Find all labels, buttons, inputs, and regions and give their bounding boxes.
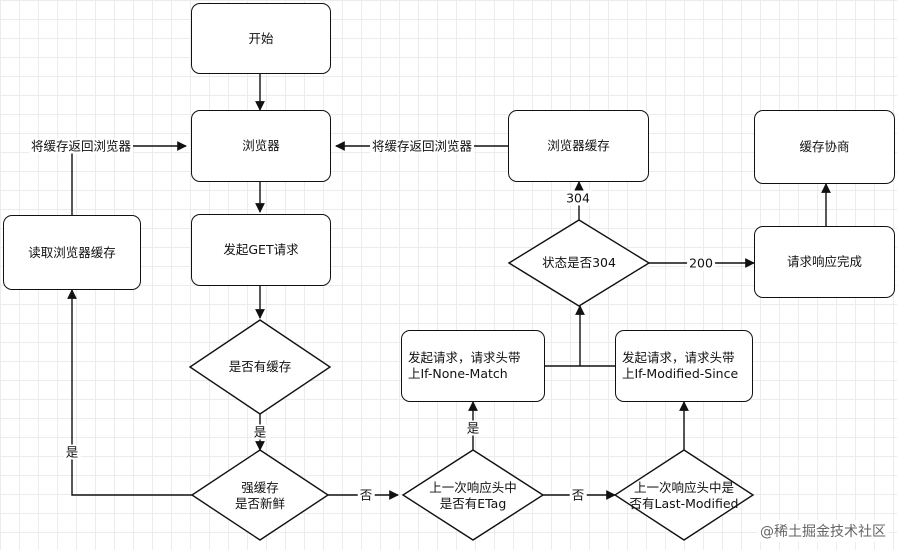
watermark: @稀土掘金技术社区 [757, 520, 889, 542]
diamond-status-304 [507, 219, 651, 307]
node-start: 开始 [191, 3, 331, 74]
edge-label-304: 304 [564, 190, 592, 206]
diamond-has-etag-text: 上一次响应头中 是否有ETag [429, 480, 517, 511]
node-send-get: 发起GET请求 [191, 214, 331, 286]
diamond-has-last-modified-text: 上一次响应头中是 否有Last-Modified [629, 480, 739, 511]
diamond-strong-cache-fresh [190, 449, 330, 541]
node-browser-text: 浏览器 [242, 138, 280, 153]
edge-label-200: 200 [687, 255, 715, 271]
node-read-browser-cache-text: 读取浏览器缓存 [28, 244, 116, 260]
edge-read-browser [71, 141, 187, 215]
edge-label-no-fresh: 否 [357, 487, 375, 503]
node-send-get-text: 发起GET请求 [223, 242, 299, 257]
node-cache-negotiation-text: 缓存协商 [799, 139, 850, 154]
edge-label-no-etag: 否 [569, 487, 587, 503]
diamond-status-304-text: 状态是否304 [542, 255, 616, 270]
diamond-has-etag [401, 449, 545, 541]
node-browser: 浏览器 [191, 110, 331, 182]
edge-label-yes-has-cache: 是 [251, 424, 269, 440]
diamond-strong-cache-fresh-text: 强缓存 是否新鲜 [234, 480, 286, 511]
diamond-has-last-modified [613, 449, 755, 541]
node-if-modified-since: 发起请求，请求头带 上If-Modified-Since [615, 330, 753, 402]
node-browser-cache-text: 浏览器缓存 [547, 138, 610, 153]
diamond-has-cache [188, 319, 332, 415]
edge-label-return-right: 将缓存返回浏览器 [369, 138, 475, 154]
edge-label-yes-fresh: 是 [63, 444, 81, 460]
edge-label-return-left: 将缓存返回浏览器 [28, 138, 134, 154]
edge-fresh-read [67, 289, 192, 496]
node-if-modified-since-text: 发起请求，请求头带 上If-Modified-Since [622, 350, 739, 381]
node-if-none-match-text: 发起请求，请求头带 上If-None-Match [408, 350, 521, 381]
node-cache-negotiation: 缓存协商 [754, 110, 895, 184]
node-request-complete: 请求响应完成 [754, 226, 895, 298]
edge-label-yes-etag: 是 [464, 420, 482, 436]
node-start-text: 开始 [248, 30, 274, 46]
node-request-complete-text: 请求响应完成 [786, 254, 862, 269]
diamond-has-cache-text: 是否有缓存 [228, 359, 292, 374]
node-if-none-match: 发起请求，请求头带 上If-None-Match [401, 330, 545, 402]
node-read-browser-cache: 读取浏览器缓存 [3, 215, 141, 290]
node-browser-cache: 浏览器缓存 [508, 110, 649, 182]
